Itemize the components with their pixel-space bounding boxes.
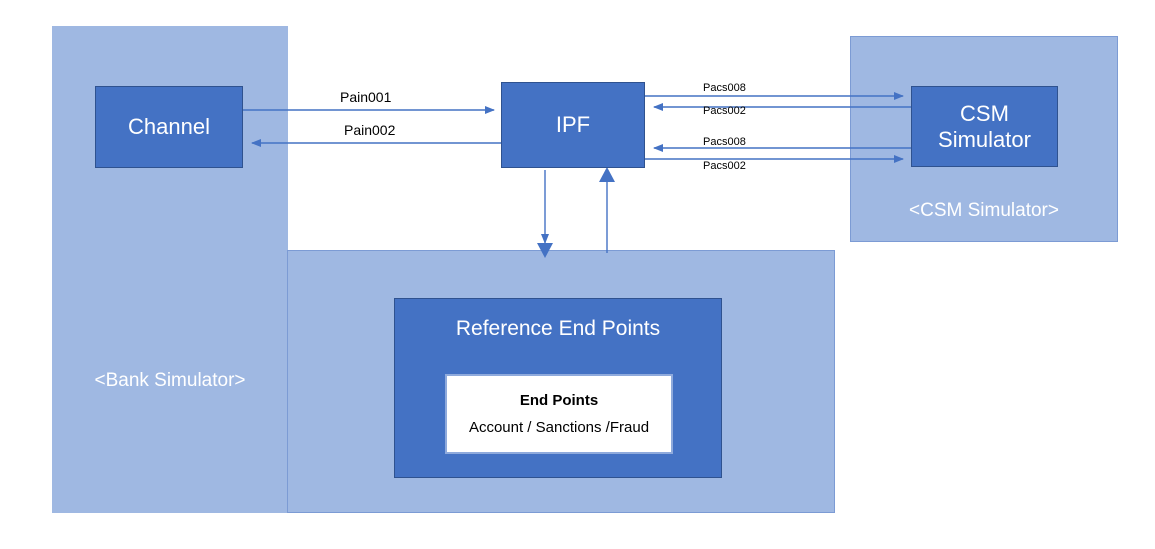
end-points-card[interactable]: End Points Account / Sanctions /Fraud: [445, 374, 673, 454]
node-reference-end-points-label: Reference End Points: [455, 317, 661, 340]
node-reference-end-points[interactable]: Reference End Points End Points Account …: [394, 298, 722, 478]
node-csm-simulator-label: CSM Simulator: [938, 101, 1031, 152]
edge-label-pacs008-in: Pacs008: [703, 136, 746, 148]
edge-refpoints-to-ipf-head: [599, 167, 615, 182]
edge-label-pacs002-in: Pacs002: [703, 105, 746, 117]
panel-label-bank-simulator: <Bank Simulator>: [94, 370, 246, 391]
edge-label-pacs008-out: Pacs008: [703, 82, 746, 94]
edge-label-pain001: Pain001: [340, 89, 392, 105]
node-csm-simulator[interactable]: CSM Simulator: [911, 86, 1058, 167]
panel-label-csm-simulator: <CSM Simulator>: [909, 200, 1059, 221]
node-channel-label: Channel: [128, 114, 210, 140]
end-points-card-body: Account / Sanctions /Fraud: [468, 419, 650, 436]
edge-label-pain002: Pain002: [344, 122, 396, 138]
edge-label-pacs002-out: Pacs002: [703, 160, 746, 172]
node-ipf-label: IPF: [555, 112, 591, 138]
node-channel[interactable]: Channel: [95, 86, 243, 168]
node-ipf[interactable]: IPF: [501, 82, 645, 168]
end-points-card-title: End Points: [519, 392, 599, 409]
